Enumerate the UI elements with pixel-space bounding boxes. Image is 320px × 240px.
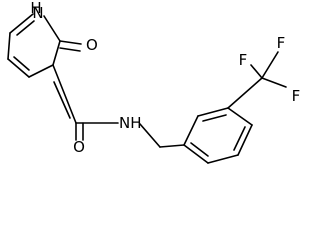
bond-b2-b3 — [197, 107, 229, 117]
bond-b3-b4 — [227, 107, 253, 126]
atom-label-f-right: F — [292, 87, 301, 105]
bond-c3-c4 — [28, 64, 54, 78]
bond-b6-b1-inner — [190, 142, 209, 157]
bond-c6-n1-inner — [16, 20, 35, 36]
bond-cf3-f-top — [261, 51, 279, 79]
atom-label-h: H — [30, 0, 41, 17]
atom-label-o-ring: O — [86, 36, 98, 54]
bond-b4-b5-inner — [233, 126, 246, 151]
bond-c6-n1 — [9, 13, 34, 34]
molecule-structure: H N O O NH F F F — [7, 0, 301, 164]
bond-c4-c5 — [7, 58, 30, 78]
bond-ring-cf3 — [227, 77, 263, 109]
bond-nh-ch2 — [139, 123, 161, 148]
bond-c2-o — [59, 40, 82, 45]
bond-c3-camide — [52, 64, 77, 124]
bond-c4-c5-inner — [13, 56, 30, 71]
bond-c5-c6 — [7, 32, 11, 60]
atom-label-f-top: F — [277, 34, 286, 52]
bond-cf3-f-right — [261, 77, 287, 88]
atom-label-nh-amide: NH — [119, 114, 142, 132]
bond-b1-b2 — [183, 115, 199, 146]
bond-b5-b6 — [207, 154, 239, 164]
bond-b2-b3-inner — [202, 114, 227, 122]
bond-c3-camide-inner — [53, 81, 71, 119]
bond-n1-c2 — [43, 15, 61, 42]
bond-cf3-f-left — [250, 64, 263, 79]
bond-b4-b5 — [237, 124, 253, 156]
bond-c2-o-inner — [59, 47, 81, 52]
bond-c2-c3 — [52, 40, 61, 66]
bond-b6-b1 — [183, 144, 209, 164]
atom-label-o-amide: O — [73, 138, 85, 156]
atom-label-f-left: F — [239, 51, 248, 69]
atom-label-n-ring: N — [32, 4, 43, 22]
bond-ch2-ring — [159, 144, 185, 148]
